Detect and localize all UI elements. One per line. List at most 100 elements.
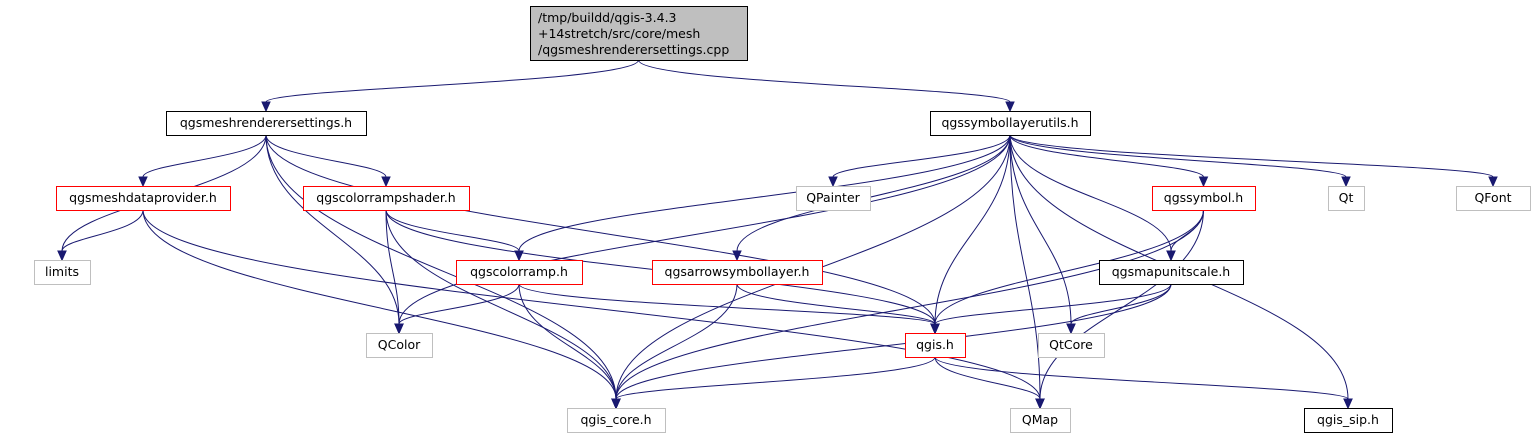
arrowhead-icon: [828, 176, 838, 188]
edge-line: [615, 356, 936, 400]
edge-mapunitscale-to-qtcore: [1066, 283, 1172, 335]
node-meshrenderersettings[interactable]: qgsmeshrenderersettings.h: [166, 111, 367, 136]
node-qt[interactable]: Qt: [1328, 186, 1365, 211]
arrowhead-icon: [381, 176, 391, 188]
node-label: QPainter: [806, 190, 860, 205]
node-label: qgscolorrampshader.h: [316, 190, 455, 205]
arrowhead-icon: [1341, 176, 1351, 188]
node-qpainter[interactable]: QPainter: [796, 186, 871, 211]
edge-line: [736, 134, 1011, 252]
node-box: [303, 186, 470, 211]
node-qgis_core[interactable]: qgis_core.h: [567, 408, 666, 433]
node-label: limits: [45, 264, 79, 279]
edge-line: [1009, 134, 1204, 178]
edge-colorramp-to-qgis: [518, 283, 940, 335]
node-qmap[interactable]: QMap: [1010, 408, 1071, 433]
edge-line: [265, 134, 400, 325]
edge-symbollayerutils-to-qt: [1009, 134, 1351, 188]
node-label: QFont: [1474, 190, 1511, 205]
edge-symbollayerutils-to-qcolor: [394, 134, 1011, 335]
node-box: [1152, 186, 1256, 211]
edge-line: [832, 134, 1011, 178]
node-qgis[interactable]: qgis.h: [905, 333, 966, 358]
arrowhead-icon: [1343, 398, 1353, 410]
edge-line: [518, 283, 617, 400]
arrowhead-icon: [394, 323, 404, 335]
edge-line: [934, 134, 1011, 325]
arrowhead-icon: [930, 323, 940, 335]
edge-qgis-to-qmap: [934, 356, 1045, 410]
edge-meshdataprovider-to-qmap: [142, 209, 1045, 410]
edge-line: [385, 209, 617, 400]
node-qtcore[interactable]: QtCore: [1038, 333, 1105, 358]
node-label: qgsmapunitscale.h: [1112, 264, 1230, 279]
edge-line: [934, 209, 1204, 325]
edge-colorrampshader-to-colorramp: [385, 209, 524, 262]
node-label: qgssymbol.h: [1164, 190, 1243, 205]
edge-symbollayerutils-to-qfont: [1009, 134, 1498, 188]
edge-line: [265, 134, 617, 400]
edge-line: [615, 283, 1172, 400]
edge-root-to-symbollayerutils: [638, 59, 1015, 113]
arrowhead-icon: [1198, 176, 1209, 188]
edge-line: [265, 59, 639, 103]
edge-meshdataprovider-to-qgis_core: [142, 209, 621, 410]
node-box: [905, 333, 966, 358]
edge-symbollayerutils-to-colorramp: [514, 134, 1011, 262]
node-arrowsymbollayer[interactable]: qgsarrowsymbollayer.h: [652, 260, 823, 285]
node-box: [796, 186, 871, 211]
edge-line: [61, 209, 144, 252]
arrowhead-icon: [1488, 176, 1498, 188]
arrowhead-icon: [732, 250, 742, 262]
edge-line: [638, 59, 1011, 103]
edge-line: [1039, 209, 1204, 400]
node-label: Qt: [1339, 190, 1354, 205]
node-colorramp[interactable]: qgscolorramp.h: [456, 260, 583, 285]
nodes-layer: /tmp/buildd/qgis-3.4.3+14stretch/src/cor…: [34, 6, 1531, 433]
edge-meshdataprovider-to-limits: [57, 209, 144, 262]
edge-line: [518, 283, 936, 325]
node-label: qgis.h: [916, 337, 954, 352]
edge-qgis-to-qgis_sip: [934, 356, 1353, 410]
edge-line: [934, 356, 1349, 400]
node-box: [930, 111, 1091, 136]
edge-line: [142, 134, 267, 178]
node-mapunitscale[interactable]: qgsmapunitscale.h: [1099, 260, 1244, 285]
node-symbollayerutils[interactable]: qgssymbollayerutils.h: [930, 111, 1091, 136]
node-box: [166, 111, 367, 136]
edge-line: [1009, 134, 1041, 400]
node-label-line: +14stretch/src/core/mesh: [538, 26, 700, 41]
edge-meshrenderersettings-to-meshdataprovider: [138, 134, 267, 188]
node-box: [366, 333, 433, 358]
arrowhead-icon: [1166, 250, 1176, 262]
edge-line: [736, 283, 936, 325]
node-qgssymbol[interactable]: qgssymbol.h: [1152, 186, 1256, 211]
edge-symbollayerutils-to-qgis: [930, 134, 1011, 335]
node-label: qgsarrowsymbollayer.h: [665, 264, 810, 279]
node-colorrampshader[interactable]: qgscolorrampshader.h: [303, 186, 470, 211]
node-box: [1456, 186, 1531, 211]
arrowhead-icon: [514, 250, 524, 262]
arrowhead-icon: [138, 176, 148, 188]
edge-symbollayerutils-to-qgssymbol: [1009, 134, 1209, 188]
edge-line: [385, 209, 400, 325]
node-qfont[interactable]: QFont: [1456, 186, 1531, 211]
node-label: qgsmeshrenderersettings.h: [180, 115, 352, 130]
node-label: qgssymbollayerutils.h: [941, 115, 1078, 130]
node-box: [652, 260, 823, 285]
edge-meshrenderersettings-to-qcolor: [265, 134, 404, 335]
node-label: QtCore: [1049, 337, 1093, 352]
node-limits[interactable]: limits: [34, 260, 91, 285]
node-label: QColor: [378, 337, 421, 352]
node-box: [1304, 408, 1393, 433]
edge-line: [615, 283, 738, 400]
edge-line: [1170, 209, 1204, 252]
node-qgis_sip[interactable]: qgis_sip.h: [1304, 408, 1393, 433]
arrowhead-icon: [1066, 323, 1076, 335]
edge-root-to-meshrenderersettings: [261, 59, 639, 113]
node-box: [1038, 333, 1105, 358]
node-meshdataprovider[interactable]: qgsmeshdataprovider.h: [56, 186, 231, 211]
node-root[interactable]: /tmp/buildd/qgis-3.4.3+14stretch/src/cor…: [530, 6, 748, 61]
node-box: [1328, 186, 1365, 211]
node-qcolor[interactable]: QColor: [366, 333, 433, 358]
